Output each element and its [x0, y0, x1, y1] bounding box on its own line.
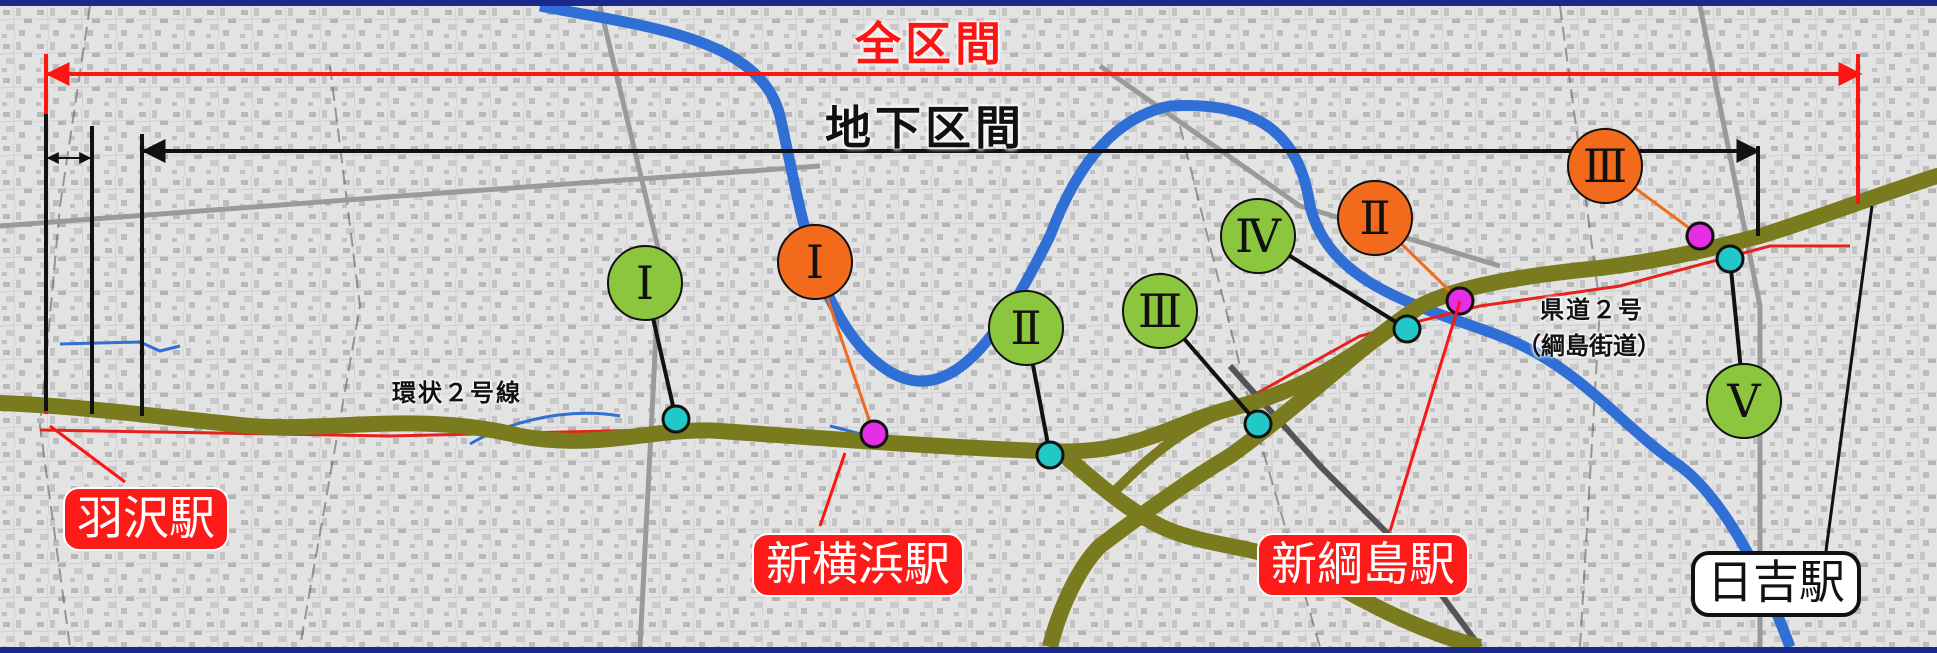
- marker-numeral: Ⅴ: [1726, 374, 1761, 428]
- section-marker-green: Ⅳ: [1220, 198, 1296, 274]
- ring-road-label: 環状２号線: [392, 379, 522, 407]
- station-shin-tsunashima[interactable]: 新綱島駅: [1257, 533, 1469, 597]
- section-marker-green: Ⅱ: [988, 290, 1064, 366]
- marker-numeral: Ⅲ: [1138, 284, 1182, 338]
- section-marker-orange: Ⅰ: [777, 224, 853, 300]
- marker-numeral: Ⅲ: [1583, 139, 1627, 193]
- cyan-work-point: [1035, 440, 1065, 470]
- marker-circle: [1220, 198, 1296, 274]
- hiyoshi-leader: [1824, 205, 1874, 552]
- cyan-work-point: [661, 404, 691, 434]
- map-background: [0, 6, 1937, 647]
- marker-circle: [1567, 128, 1643, 204]
- river-tsurumi: [538, 6, 1796, 647]
- marker-circle: [988, 290, 1064, 366]
- cyan-work-point: [1243, 409, 1273, 439]
- marker-numeral: Ⅳ: [1235, 209, 1282, 263]
- station-hanezawa[interactable]: 羽沢駅: [63, 487, 229, 551]
- section-marker-green: Ⅴ: [1706, 363, 1782, 439]
- marker-numeral: Ⅰ: [636, 256, 654, 310]
- marker-numeral: Ⅰ: [806, 235, 824, 289]
- marker-circle: [1706, 363, 1782, 439]
- shinyoko-leader: [818, 452, 847, 527]
- marker-numeral: Ⅱ: [1010, 301, 1041, 355]
- pref-road-sublabel: （綱島街道）: [1517, 332, 1661, 360]
- station-hiyoshi[interactable]: 日吉駅: [1691, 551, 1861, 617]
- station-shin-yokohama[interactable]: 新横浜駅: [752, 533, 964, 597]
- shintsuna-leader: [1388, 300, 1462, 532]
- marker-circle: [777, 224, 853, 300]
- branch-road: [1042, 299, 1425, 647]
- marker-circle: [1337, 180, 1413, 256]
- magenta-work-point: [859, 419, 889, 449]
- underground-section-title: 地下区間: [825, 101, 1025, 155]
- pref-road-label: 県道２号: [1540, 296, 1644, 324]
- cyan-work-point: [1392, 314, 1422, 344]
- cyan-work-point: [1715, 244, 1745, 274]
- ward-boundaries: [38, 6, 1602, 647]
- section-marker-green: Ⅲ: [1122, 273, 1198, 349]
- marker-circle: [1122, 273, 1198, 349]
- magenta-work-point: [1685, 221, 1715, 251]
- marker-circle: [607, 245, 683, 321]
- full-section-title: 全区間: [855, 17, 1005, 71]
- section-marker-green: Ⅰ: [607, 245, 683, 321]
- marker-numeral: Ⅱ: [1359, 191, 1390, 245]
- section-marker-orange: Ⅲ: [1567, 128, 1643, 204]
- ring-road-2: [0, 168, 1937, 460]
- hanezawa-leader: [49, 424, 126, 484]
- section-marker-orange: Ⅱ: [1337, 180, 1413, 256]
- connector-road: [1106, 401, 1242, 500]
